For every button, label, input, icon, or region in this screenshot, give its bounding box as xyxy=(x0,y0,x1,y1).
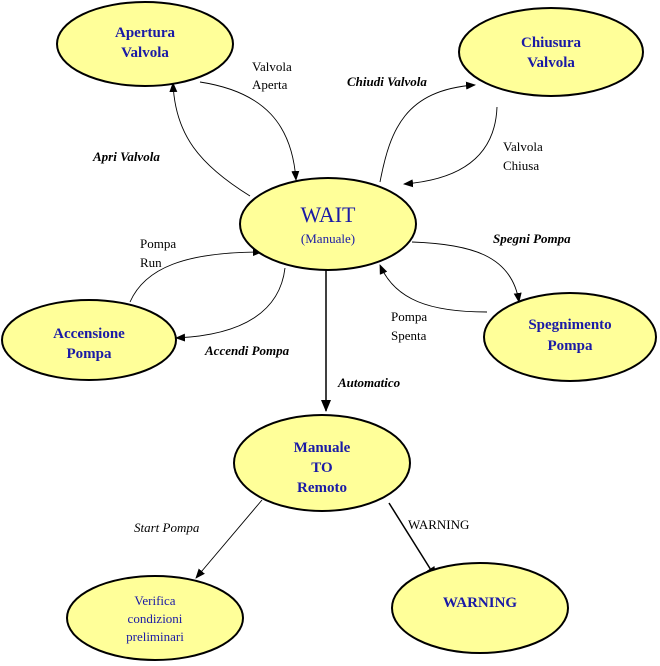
edge-chiusura-to-wait xyxy=(403,106,498,188)
label-valvola-chiusa-2: Chiusa xyxy=(503,158,539,173)
label-pompa-run-1: Pompa xyxy=(140,236,176,251)
node-apertura-line2: Valvola xyxy=(121,45,169,61)
node-manuale-line3: Remoto xyxy=(297,480,347,496)
label-pompa-spenta-1: Pompa xyxy=(391,309,427,324)
node-chiusura-line1: Chiusura xyxy=(521,35,582,51)
node-verifica-line2: condizioni xyxy=(128,611,183,626)
label-accendi-pompa: Accendi Pompa xyxy=(204,343,290,358)
edge-wait-to-spegnimento xyxy=(411,241,522,303)
node-spegnimento-line2: Pompa xyxy=(548,338,594,354)
node-warning-line1: WARNING xyxy=(443,595,518,611)
node-verifica-condizioni: Verifica condizioni preliminari xyxy=(66,575,244,661)
label-valvola-chiusa-1: Valvola xyxy=(503,139,543,154)
node-wait-subtitle: (Manuale) xyxy=(301,231,355,246)
label-spegni-pompa: Spegni Pompa xyxy=(493,231,571,246)
node-chiusura-valvola: Chiusura Valvola xyxy=(458,7,644,97)
edge-manuale-to-verifica xyxy=(195,499,263,579)
node-chiusura-line2: Valvola xyxy=(527,55,575,71)
label-automatico: Automatico xyxy=(337,375,401,390)
edge-wait-to-accensione xyxy=(175,267,286,342)
edge-spegnimento-to-wait xyxy=(379,264,488,313)
label-apri-valvola: Apri Valvola xyxy=(92,149,160,164)
node-manuale-line2: TO xyxy=(311,460,332,476)
node-warning: WARNING xyxy=(391,562,569,654)
node-verifica-line1: Verifica xyxy=(134,593,175,608)
label-valvola-aperta-1: Valvola xyxy=(252,59,292,74)
label-pompa-run-2: Run xyxy=(140,255,162,270)
node-apertura-valvola: Apertura Valvola xyxy=(56,1,234,87)
label-start-pompa: Start Pompa xyxy=(134,520,200,535)
edge-wait-to-apertura xyxy=(169,82,251,197)
node-spegnimento-pompa: Spegnimento Pompa xyxy=(483,292,657,382)
node-wait-title: WAIT xyxy=(301,202,357,227)
node-wait: WAIT (Manuale) xyxy=(239,177,417,271)
node-accensione-line2: Pompa xyxy=(67,346,113,362)
node-manuale-line1: Manuale xyxy=(294,440,351,456)
edge-accensione-to-wait xyxy=(129,248,263,303)
node-spegnimento-line1: Spegnimento xyxy=(528,317,611,333)
label-valvola-aperta-2: Aperta xyxy=(252,77,288,92)
node-verifica-line3: preliminari xyxy=(126,629,184,644)
edge-wait-to-chiusura xyxy=(379,81,476,183)
label-chiudi-valvola: Chiudi Valvola xyxy=(347,74,427,89)
node-accensione-line1: Accensione xyxy=(53,326,125,342)
node-manuale-to-remoto: Manuale TO Remoto xyxy=(233,414,411,512)
edge-manuale-to-warning xyxy=(388,502,437,579)
label-pompa-spenta-2: Spenta xyxy=(391,328,427,343)
node-apertura-line1: Apertura xyxy=(115,25,175,41)
label-warning-edge: WARNING xyxy=(408,517,469,532)
node-accensione-pompa: Accensione Pompa xyxy=(1,299,177,381)
edge-apertura-to-wait xyxy=(199,81,300,181)
